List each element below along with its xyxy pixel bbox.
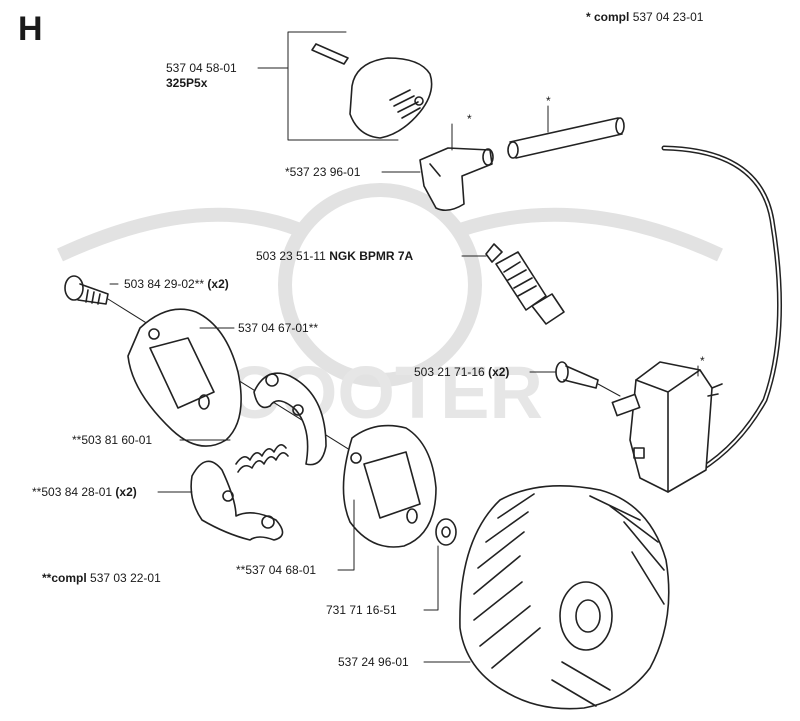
part-label-5: 503 84 29-02** (x2) <box>124 277 229 291</box>
part-label-6: 537 04 67-01** <box>238 321 319 335</box>
pin-part <box>311 43 349 65</box>
ignition-module <box>611 361 723 493</box>
ignition-cable-core <box>663 147 781 471</box>
clutch-note: **compl 537 03 22-01 <box>42 571 161 585</box>
clutch-spring <box>235 444 289 473</box>
part-label-8: **503 81 60-01 <box>72 433 153 447</box>
asterisk-marker-1: * <box>467 112 472 126</box>
spark-plug-boot <box>419 147 494 212</box>
part-label-10: **537 04 68-01 <box>236 563 317 577</box>
clutch-note-prefix: **compl <box>42 571 87 585</box>
leader-8 <box>337 499 355 571</box>
part-label-9: **503 84 28-01 (x2) <box>32 485 137 499</box>
part-label-2: 325P5x <box>166 76 208 90</box>
clutch-note-number: 537 03 22-01 <box>90 571 161 585</box>
part-label-11: 731 71 16-51 <box>326 603 397 617</box>
assembly-note-prefix: * compl <box>586 10 630 24</box>
clutch-plate-inner <box>342 424 437 548</box>
cover-part <box>349 57 433 139</box>
part-label-4: 503 23 51-11 NGK BPMR 7A <box>256 249 414 263</box>
clutch-shoe-upper <box>253 372 327 466</box>
part-label-3: *537 23 96-01 <box>285 165 361 179</box>
section-letter: H <box>18 10 43 48</box>
asterisk-marker-3: * <box>700 354 705 368</box>
assembly-note-number: 537 04 23-01 <box>632 10 704 24</box>
part-label-12: 537 24 96-01 <box>338 655 409 669</box>
part-label-7: 503 21 71-16 (x2) <box>414 365 510 379</box>
watermark-swoosh-left <box>57 207 303 262</box>
leader-9 <box>423 545 439 611</box>
watermark-swoosh-right <box>457 207 723 262</box>
lead-tube-part <box>507 117 625 159</box>
clutch-shoe-lower <box>190 460 284 541</box>
clutch-plate-outer <box>127 308 242 447</box>
watermark-ring <box>278 183 482 387</box>
asterisk-marker-2: * <box>546 94 551 108</box>
assembly-note: * compl 537 04 23-01 <box>586 10 703 24</box>
spark-plug <box>485 243 565 325</box>
part-label-1: 537 04 58-01 <box>166 61 237 75</box>
washer-part <box>435 518 457 546</box>
screw-part-right <box>555 361 621 397</box>
flywheel-part <box>459 484 670 710</box>
